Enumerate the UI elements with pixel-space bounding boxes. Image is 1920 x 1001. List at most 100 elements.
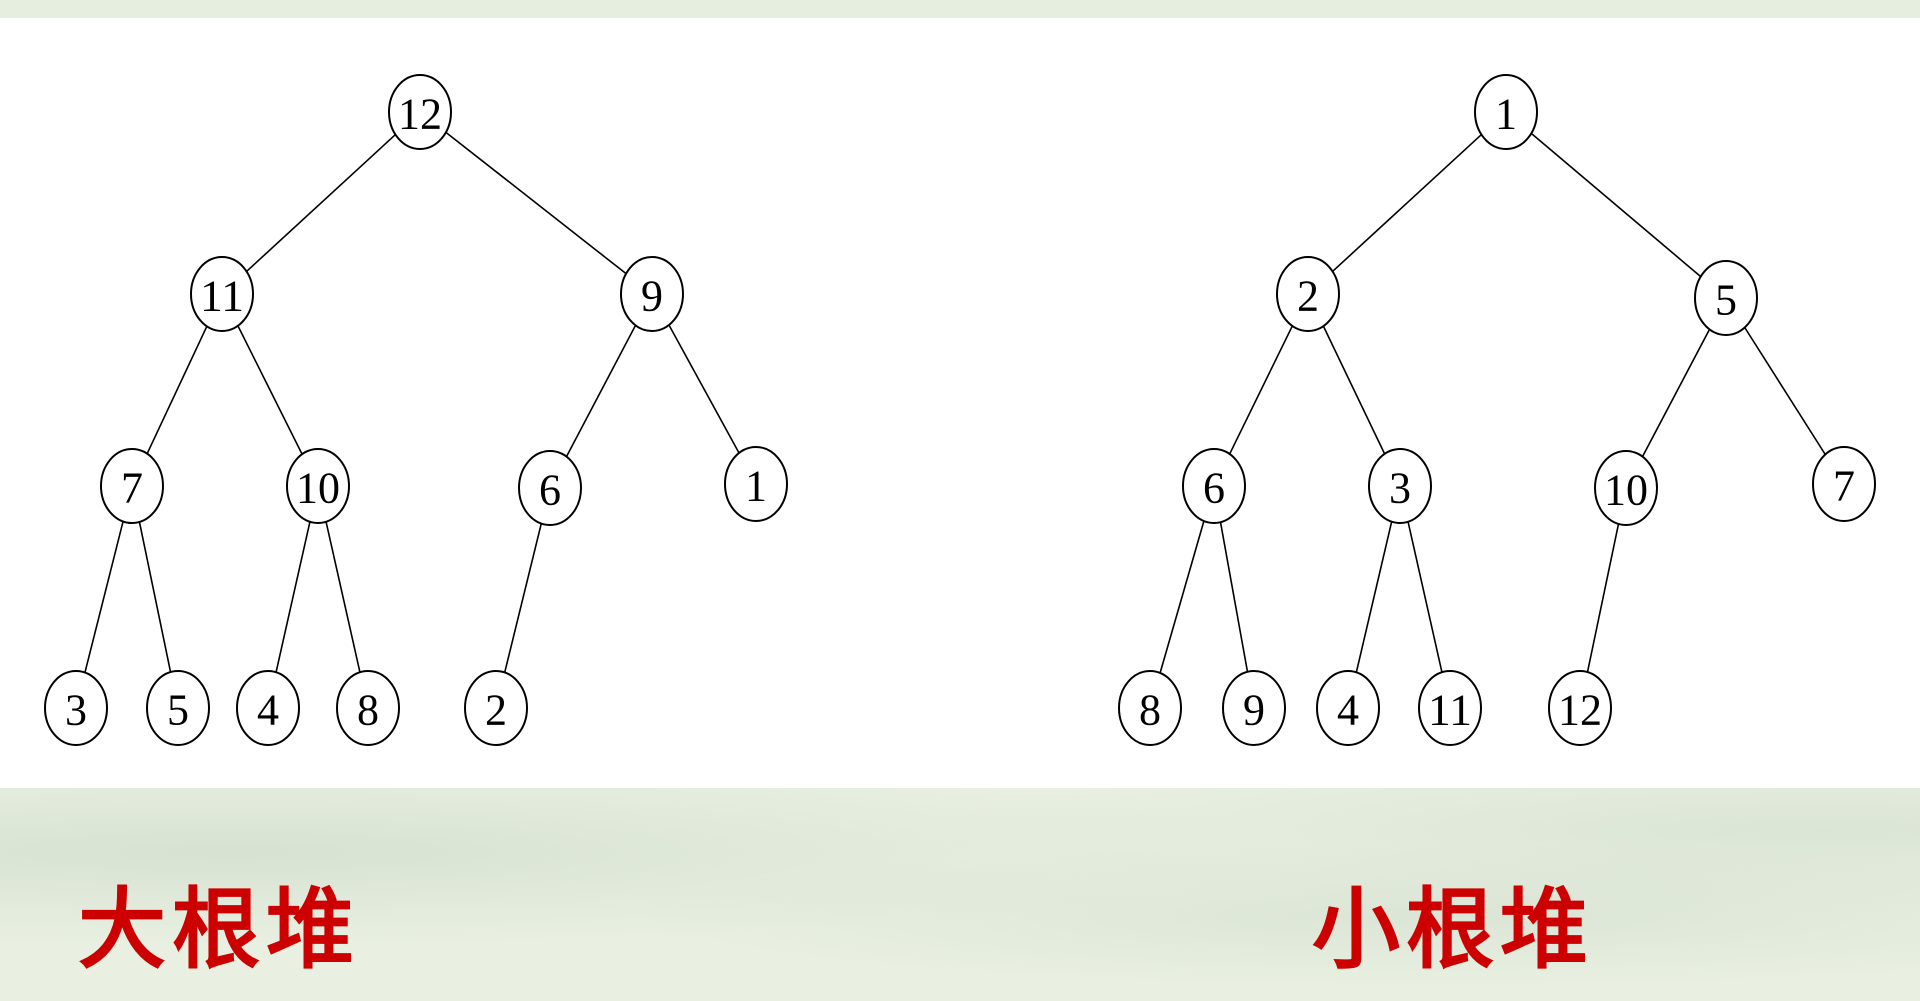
max_heap-node-label: 1: [745, 462, 767, 511]
max_heap-node-label: 11: [200, 272, 244, 321]
min_heap-node-label: 11: [1428, 686, 1472, 735]
max_heap-node-label: 9: [641, 272, 663, 321]
max_heap-node-3: 3: [44, 670, 108, 746]
min_heap-node-circle: [1182, 448, 1246, 524]
max_heap-node-circle: [620, 256, 684, 332]
max_heap-edge-a12-a11: [246, 133, 396, 273]
max_heap-node-circle: [146, 670, 210, 746]
max_heap-node-label: 6: [539, 466, 561, 515]
max_heap-edge-a12-a9: [445, 131, 627, 275]
min_heap-node-2: 2: [1276, 256, 1340, 332]
max_heap-node-label: 7: [121, 464, 143, 513]
max_heap-edge-a6-a2: [503, 523, 543, 673]
max_heap-node-circle: [336, 670, 400, 746]
min_heap-node-circle: [1222, 670, 1286, 746]
max-heap-caption: 大根堆: [78, 877, 361, 981]
min_heap-node-5: 5: [1694, 260, 1758, 336]
min-heap-caption: 小根堆: [1312, 877, 1595, 981]
min_heap-node-11: 11: [1418, 670, 1482, 746]
slide-top-band: [0, 0, 1920, 18]
min_heap-node-circle: [1418, 670, 1482, 746]
min_heap-node-circle: [1316, 670, 1380, 746]
max_heap-node-circle: [388, 74, 452, 150]
min_heap-edge-b6-b9: [1219, 522, 1249, 672]
max_heap-node-circle: [724, 446, 788, 522]
min_heap-node-circle: [1594, 450, 1658, 526]
min_heap-node-circle: [1548, 670, 1612, 746]
max_heap-edge-a7-a5: [138, 521, 172, 673]
min_heap-node-6: 6: [1182, 448, 1246, 524]
max_heap-edge-a9-a6: [565, 324, 637, 458]
min_heap-node-label: 8: [1139, 686, 1161, 735]
max_heap-edge-a9-a1: [668, 324, 740, 454]
min_heap-edge-b3-b11: [1407, 521, 1443, 673]
max_heap-node-2: 2: [464, 670, 528, 746]
max_heap-node-label: 2: [485, 686, 507, 735]
min_heap-node-label: 5: [1715, 276, 1737, 325]
max_heap-node-label: 8: [357, 686, 379, 735]
min_heap-node-label: 3: [1389, 464, 1411, 513]
max_heap-node-circle: [518, 450, 582, 526]
min_heap-node-12: 12: [1548, 670, 1612, 746]
max_heap-edge-a7-a3: [84, 521, 124, 673]
slide-bottom-band: [0, 788, 1920, 1001]
min_heap-node-7: 7: [1812, 446, 1876, 522]
min_heap-node-1: 1: [1474, 74, 1538, 150]
min_heap-node-label: 1: [1495, 90, 1517, 139]
max_heap-node-5: 5: [146, 670, 210, 746]
min_heap-node-circle: [1694, 260, 1758, 336]
max_heap-edge-a10-a4: [275, 521, 311, 673]
min_heap-node-label: 10: [1604, 466, 1648, 515]
max_heap-node-circle: [44, 670, 108, 746]
min_heap-node-10: 10: [1594, 450, 1658, 526]
max_heap-node-11: 11: [190, 256, 254, 332]
max_heap-node-8: 8: [336, 670, 400, 746]
max_heap-edge-a11-a7: [146, 325, 208, 455]
min_heap-node-label: 7: [1833, 462, 1855, 511]
max_heap-node-7: 7: [100, 448, 164, 524]
min_heap-edge-b6-b8: [1159, 520, 1205, 674]
min_heap-edge-b2-b6: [1228, 325, 1294, 455]
min_heap-node-label: 12: [1558, 686, 1602, 735]
max_heap-node-circle: [100, 448, 164, 524]
edges-layer: [84, 131, 1826, 674]
max_heap-node-10: 10: [286, 448, 350, 524]
max_heap-node-circle: [464, 670, 528, 746]
max_heap-node-6: 6: [518, 450, 582, 526]
min_heap-node-label: 6: [1203, 464, 1225, 513]
min_heap-node-circle: [1812, 446, 1876, 522]
min_heap-node-label: 9: [1243, 686, 1265, 735]
min_heap-edge-b5-b7: [1744, 327, 1826, 455]
max_heap-node-9: 9: [620, 256, 684, 332]
min_heap-node-9: 9: [1222, 670, 1286, 746]
min_heap-edge-b2-b3: [1322, 325, 1386, 455]
max_heap-node-circle: [190, 256, 254, 332]
min_heap-node-circle: [1368, 448, 1432, 524]
min_heap-node-label: 4: [1337, 686, 1359, 735]
max_heap-node-label: 4: [257, 686, 279, 735]
max_heap-node-4: 4: [236, 670, 300, 746]
min_heap-node-label: 2: [1297, 272, 1319, 321]
min_heap-edge-b3-b4: [1355, 521, 1393, 673]
min_heap-edge-b1-b2: [1332, 133, 1482, 273]
min_heap-edge-b1-b5: [1530, 132, 1702, 278]
min_heap-edge-b5-b10: [1641, 328, 1711, 458]
max_heap-edge-a11-a10: [237, 325, 303, 455]
min_heap-node-8: 8: [1118, 670, 1182, 746]
max_heap-node-circle: [236, 670, 300, 746]
min_heap-node-3: 3: [1368, 448, 1432, 524]
max_heap-node-label: 12: [398, 90, 442, 139]
min_heap-node-circle: [1474, 74, 1538, 150]
max_heap-edge-a10-a8: [325, 521, 361, 673]
max_heap-node-label: 10: [296, 464, 340, 513]
min_heap-node-circle: [1118, 670, 1182, 746]
max_heap-node-12: 12: [388, 74, 452, 150]
min_heap-node-circle: [1276, 256, 1340, 332]
min_heap-node-4: 4: [1316, 670, 1380, 746]
max_heap-node-label: 3: [65, 686, 87, 735]
min_heap-edge-b10-b12: [1586, 523, 1620, 673]
max_heap-node-1: 1: [724, 446, 788, 522]
